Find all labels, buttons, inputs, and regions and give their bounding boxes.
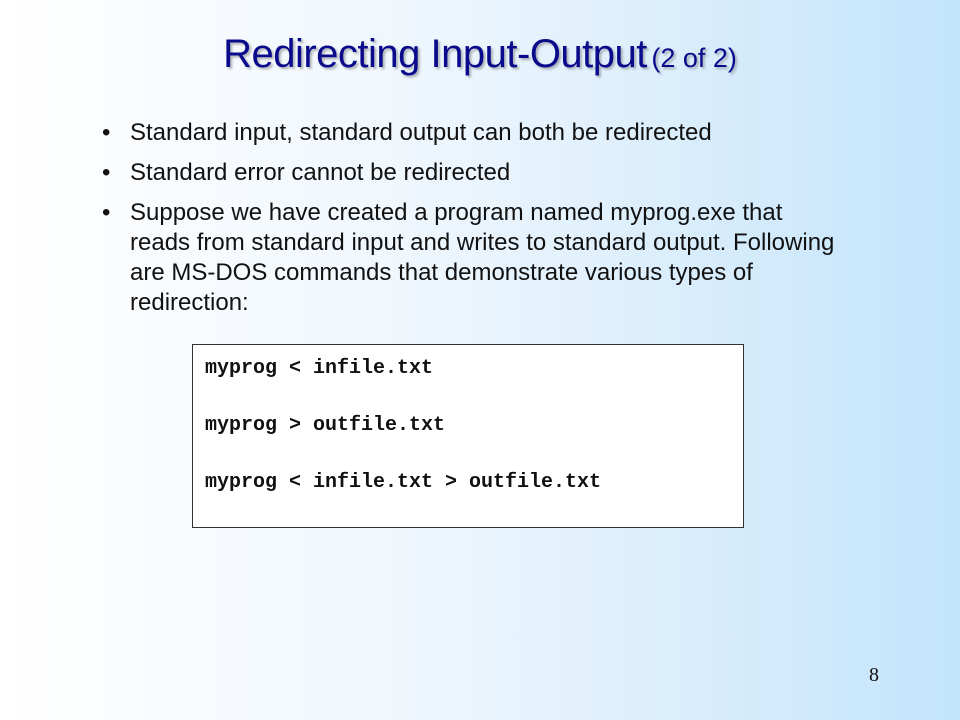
bullet-icon: • bbox=[102, 119, 111, 146]
title-main: Redirecting Input-Output bbox=[223, 32, 647, 76]
code-line: myprog < infile.txt > outfile.txt bbox=[205, 471, 602, 494]
bullet-list: • Standard input, standard output can bo… bbox=[102, 118, 842, 328]
code-line: myprog < infile.txt bbox=[205, 357, 434, 380]
bullet-item: • Standard input, standard output can bo… bbox=[102, 118, 842, 148]
code-example-box: myprog < infile.txt myprog > outfile.txt… bbox=[192, 344, 744, 528]
bullet-item: • Suppose we have created a program name… bbox=[102, 198, 842, 318]
title-subtitle: (2 of 2) bbox=[651, 43, 737, 73]
bullet-icon: • bbox=[102, 199, 111, 226]
bullet-icon: • bbox=[102, 159, 111, 186]
page-number: 8 bbox=[869, 664, 879, 686]
bullet-text: Suppose we have created a program named … bbox=[130, 199, 835, 316]
bullet-text: Standard input, standard output can both… bbox=[130, 119, 712, 146]
code-line: myprog > outfile.txt bbox=[205, 414, 446, 437]
slide-title: Redirecting Input-Output (2 of 2) bbox=[0, 32, 960, 77]
bullet-item: • Standard error cannot be redirected bbox=[102, 158, 842, 188]
bullet-text: Standard error cannot be redirected bbox=[130, 159, 511, 186]
